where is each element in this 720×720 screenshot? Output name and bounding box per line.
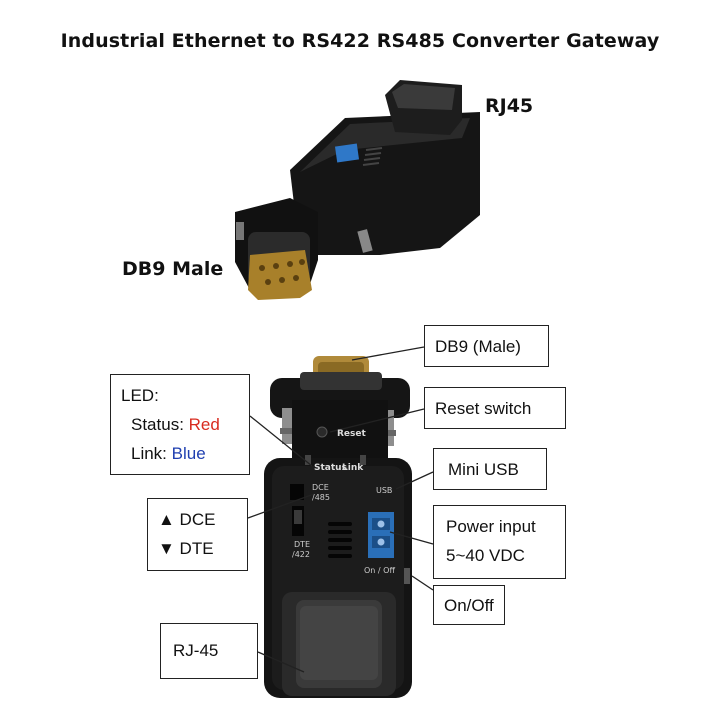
callout-db9-text: DB9 (Male) bbox=[435, 337, 521, 356]
rj45-label: RJ45 bbox=[485, 95, 534, 117]
callout-mini-usb: Mini USB bbox=[433, 448, 547, 490]
power-line1: Power input bbox=[446, 517, 536, 536]
power-line2: 5~40 VDC bbox=[446, 546, 525, 565]
led-link-label: Link: bbox=[131, 444, 172, 463]
callout-rj45-text: RJ-45 bbox=[173, 641, 219, 660]
callout-rj45: RJ-45 bbox=[160, 623, 258, 679]
device-reset-print: Reset bbox=[337, 429, 366, 439]
callout-db9: DB9 (Male) bbox=[424, 325, 549, 367]
device-dte-print: DTE bbox=[294, 540, 311, 549]
callout-power: Power input 5~40 VDC bbox=[433, 505, 566, 579]
led-status-label: Status: bbox=[131, 415, 189, 434]
leader-lines bbox=[247, 346, 434, 673]
device-dce485-print: /485 bbox=[312, 493, 330, 502]
device-dte422-print: /422 bbox=[292, 550, 310, 559]
callout-usb-text: Mini USB bbox=[448, 460, 519, 479]
callout-onoff-text: On/Off bbox=[444, 596, 494, 615]
callout-reset-text: Reset switch bbox=[435, 399, 532, 418]
led-link-line: Link: Blue bbox=[121, 439, 239, 468]
led-status-line: Status: Red bbox=[121, 410, 239, 439]
top-device-image bbox=[235, 80, 480, 300]
device-link-print: Link bbox=[342, 463, 364, 473]
callout-led: LED: Status: Red Link: Blue bbox=[110, 374, 250, 475]
callout-dce-dte: ▲ DCE ▼ DTE bbox=[147, 498, 248, 571]
led-status-value: Red bbox=[188, 415, 220, 434]
dte-line: ▼ DTE bbox=[158, 539, 214, 558]
device-usb-print: USB bbox=[376, 486, 393, 495]
device-status-print: Status bbox=[314, 463, 347, 473]
device-onoff-print: On / Off bbox=[364, 566, 395, 575]
dce-line: ▲ DCE bbox=[158, 510, 216, 529]
led-link-value: Blue bbox=[171, 444, 206, 463]
callout-reset: Reset switch bbox=[424, 387, 566, 429]
db9-male-label: DB9 Male bbox=[122, 258, 224, 280]
bottom-device-image bbox=[264, 356, 412, 698]
page-title: Industrial Ethernet to RS422 RS485 Conve… bbox=[60, 30, 660, 52]
device-dce-print: DCE bbox=[312, 483, 329, 492]
callout-on-off: On/Off bbox=[433, 585, 505, 625]
led-title: LED: bbox=[121, 386, 159, 405]
